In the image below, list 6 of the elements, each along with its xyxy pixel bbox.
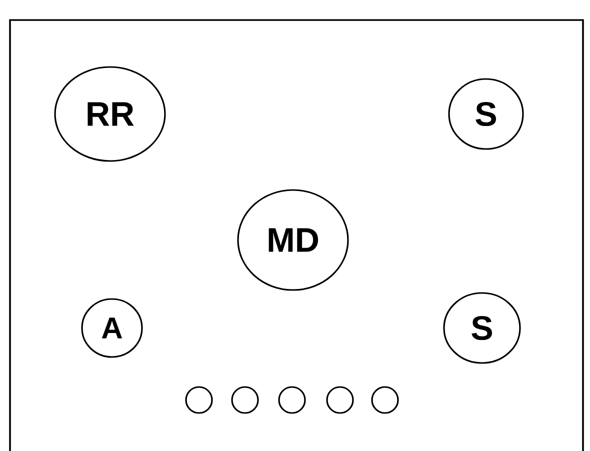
control-knob [231,386,259,414]
cooktop-outline [9,19,584,451]
control-knob [278,386,306,414]
control-knob [326,386,354,414]
control-knob [185,386,213,414]
control-knob [371,386,399,414]
